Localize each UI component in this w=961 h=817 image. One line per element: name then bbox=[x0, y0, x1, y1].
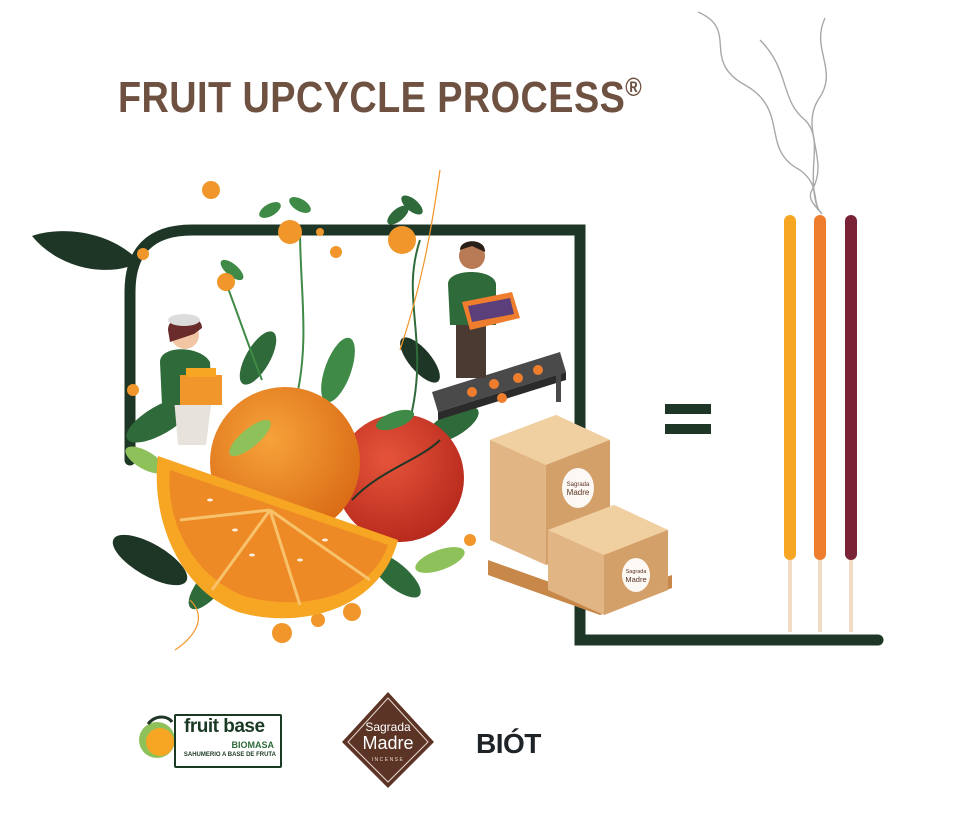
worker-man bbox=[448, 241, 520, 378]
orange-dots bbox=[127, 181, 476, 643]
fruit-base-logo-mark bbox=[139, 715, 175, 758]
fruit-base-logo: fruit base BIOMASA SAHUMERIO A BASE DE F… bbox=[140, 712, 282, 768]
biot-logo: BIÓT bbox=[476, 728, 541, 759]
conveyor-line bbox=[432, 352, 566, 420]
crate-label-top-line1: Sagrada bbox=[567, 482, 590, 488]
foliage bbox=[112, 169, 479, 651]
fruit-cluster bbox=[156, 387, 464, 619]
fruit-base-tagline: SAHUMERIO A BASE DE FRUTA bbox=[183, 752, 276, 758]
cardboard-boxes bbox=[488, 415, 672, 615]
sagrada-madre-line2: Madre bbox=[362, 733, 414, 753]
smoke-wisps bbox=[697, 11, 828, 215]
page-title: FRUIT UPCYCLE PROCESS® bbox=[118, 72, 643, 122]
registered-mark: ® bbox=[625, 72, 643, 102]
sagrada-madre-badge-icon bbox=[342, 692, 434, 788]
fruit-base-name: fruit base bbox=[184, 716, 265, 737]
crate-label-bottom-line2: Madre bbox=[625, 575, 646, 584]
worker-woman bbox=[160, 314, 222, 445]
frame-leaf bbox=[32, 231, 140, 270]
crate-label-bottom-line1: Sagrada bbox=[626, 569, 648, 575]
crate-label-top: Sagrada Madre bbox=[567, 482, 590, 497]
equals-sign bbox=[665, 404, 711, 434]
fruit-base-subtitle: BIOMASA bbox=[231, 740, 275, 750]
sagrada-madre-line3: INCENSE bbox=[371, 757, 405, 763]
crate-label-top-line2: Madre bbox=[567, 488, 590, 497]
crate-label-bottom: Sagrada Madre bbox=[625, 569, 647, 584]
process-frame bbox=[124, 224, 884, 646]
sagrada-madre-logo: Sagrada Madre INCENSE bbox=[338, 690, 438, 790]
incense-sticks bbox=[784, 215, 857, 632]
sagrada-madre-line1: Sagrada bbox=[365, 720, 411, 734]
fruit-base-badge: fruit base BIOMASA SAHUMERIO A BASE DE F… bbox=[174, 714, 282, 768]
